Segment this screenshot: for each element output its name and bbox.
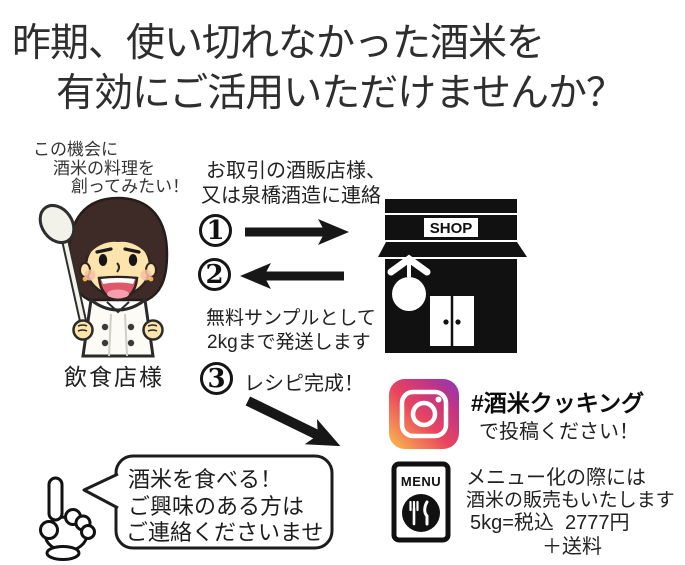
step-1-number: 1 [206,215,225,246]
step-3-number: 3 [207,363,226,394]
sample-note-line-1: 無料サンプルとして [206,308,376,329]
bubble-line-1: 酒米を食べる！ [128,467,283,492]
instagram-cta: で投稿ください！ [479,421,639,443]
arrow-diagonal-icon [245,396,341,447]
speech-bubble [82,454,334,550]
instagram-hashtag: #酒米クッキング [471,390,645,416]
shipping-label: ＋送料 [542,536,602,558]
menu-note-line-1: メニュー化の際には [466,467,646,489]
sample-note-line-2: 2kgまで発送します [207,332,371,353]
fork-knife-icon [409,500,429,526]
step-2-number: 2 [205,259,224,290]
title-line-1: 昨期、使い切れなかった酒米を [12,22,545,65]
recipe-done-label: レシピ完成！ [244,373,364,395]
chef-label: 飲食店様 [64,364,164,390]
step-2-badge: 2 [198,258,231,291]
chef-thought-line-3: 創ってみたい！ [71,177,190,196]
step-1-badge: 1 [199,214,232,247]
shop-sign-label: SHOP [430,220,473,237]
arrow-right-icon [245,219,349,245]
menu-note-line-2: 酒米の販売もいたします [466,490,675,511]
menu-icon: MENU [391,461,451,543]
price-label: 5kg=税込 2777円 [470,512,630,534]
chef-thought-line-1: この機会に [33,140,118,159]
pointing-hand-icon [39,476,96,561]
bubble-line-3: ご連絡くださいませ [126,520,324,545]
instagram-icon [389,379,459,449]
title-line-2: 有効にご活用いただけませんか？ [56,72,625,115]
chef-thought-line-2: 酒米の料理を [53,159,155,178]
spoon-icon [38,203,89,334]
chef-illustration [38,196,169,358]
bubble-line-2: ご興味のある方は [128,494,305,519]
contact-note-line-2: 又は泉橋酒造に連絡 [201,185,381,207]
step-3-badge: 3 [200,362,233,395]
menu-icon-label: MENU [401,474,441,489]
shop-icon: SHOP [378,199,527,353]
contact-note-line-1: お取引の酒販店様、 [206,160,386,182]
arrow-left-icon [240,263,344,289]
